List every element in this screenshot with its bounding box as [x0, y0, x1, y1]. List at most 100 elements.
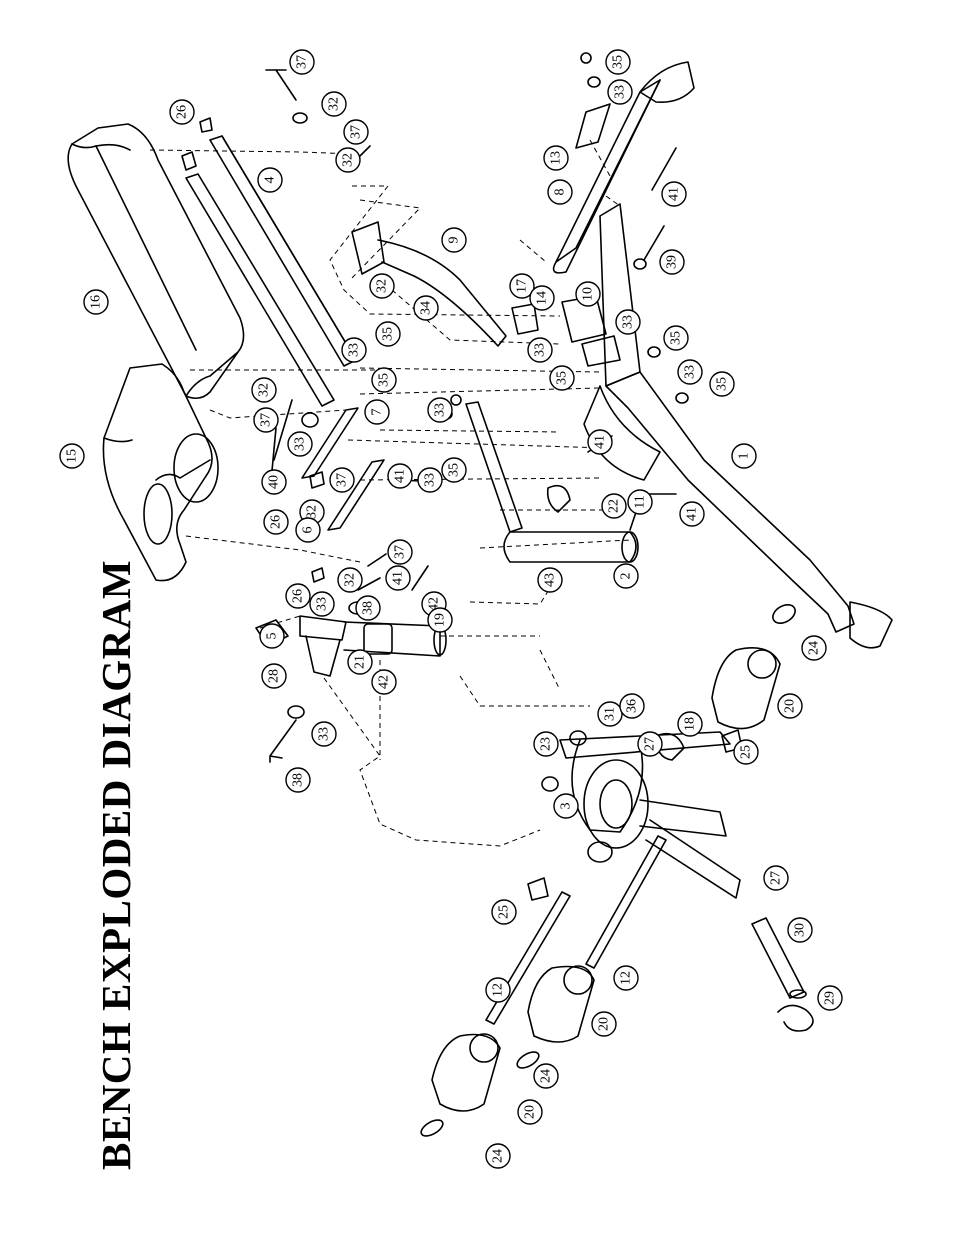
callout-label: 38	[361, 601, 376, 615]
callout-label: 20	[597, 1017, 612, 1031]
callout-33: 33	[288, 432, 312, 456]
callout-label: 27	[643, 737, 658, 751]
callout-27: 27	[764, 866, 788, 890]
callout-label: 2	[619, 573, 634, 580]
callout-35: 35	[372, 368, 396, 392]
callout-32: 32	[322, 92, 346, 116]
callout-32: 32	[338, 568, 362, 592]
callout-label: 42	[377, 675, 392, 689]
callout-label: 33	[613, 85, 628, 99]
callout-41: 41	[662, 182, 686, 206]
callout-label: 22	[607, 499, 622, 513]
callout-label: 35	[381, 327, 396, 341]
callout-label: 35	[447, 463, 462, 477]
callout-11: 11	[628, 490, 652, 514]
callout-label: 37	[259, 413, 274, 427]
callout-label: 32	[341, 153, 356, 167]
callout-35: 35	[376, 322, 400, 346]
callout-label: 3	[559, 803, 574, 810]
callout-24: 24	[802, 636, 826, 660]
callout-20: 20	[592, 1012, 616, 1036]
callout-label: 26	[269, 515, 284, 529]
callout-label: 35	[377, 373, 392, 387]
callout-label: 33	[423, 473, 438, 487]
callout-8: 8	[548, 180, 572, 204]
callout-label: 33	[347, 343, 362, 357]
callout-37: 37	[344, 120, 368, 144]
callout-label: 40	[267, 475, 282, 489]
callout-41: 41	[588, 430, 612, 454]
callout-label: 41	[391, 571, 406, 585]
callout-37: 37	[290, 50, 314, 74]
callout-33: 33	[418, 468, 442, 492]
callout-label: 41	[685, 507, 700, 521]
callout-28: 28	[262, 664, 286, 688]
callout-label: 5	[265, 633, 280, 640]
callout-label: 37	[393, 545, 408, 559]
callout-label: 25	[497, 905, 512, 919]
callout-label: 7	[370, 409, 385, 416]
callout-35: 35	[550, 366, 574, 390]
callout-24: 24	[486, 1144, 510, 1168]
callout-label: 18	[683, 717, 698, 731]
callout-label: 30	[793, 923, 808, 937]
callout-label: 13	[549, 151, 564, 165]
callout-33: 33	[312, 722, 336, 746]
callout-37: 37	[330, 468, 354, 492]
callout-label: 33	[621, 315, 636, 329]
callout-label: 6	[301, 527, 316, 534]
callout-label: 26	[291, 589, 306, 603]
callout-33: 33	[528, 338, 552, 362]
callout-41: 41	[386, 566, 410, 590]
callout-label: 32	[343, 573, 358, 587]
callout-label: 33	[293, 437, 308, 451]
callout-30: 30	[788, 918, 812, 942]
callout-20: 20	[518, 1100, 542, 1124]
callout-32: 32	[336, 148, 360, 172]
callout-label: 16	[89, 295, 104, 309]
callout-18: 18	[678, 712, 702, 736]
callout-15: 15	[60, 444, 84, 468]
callout-20: 20	[778, 694, 802, 718]
callout-33: 33	[342, 338, 366, 362]
callout-2: 2	[614, 564, 638, 588]
callout-26: 26	[286, 584, 310, 608]
callout-label: 23	[539, 737, 554, 751]
callout-37: 37	[388, 540, 412, 564]
callout-16: 16	[84, 290, 108, 314]
callout-41: 41	[680, 502, 704, 526]
callout-5: 5	[260, 624, 284, 648]
callout-32: 32	[370, 274, 394, 298]
callout-12: 12	[614, 966, 638, 990]
callout-label: 39	[665, 255, 680, 269]
callout-layer: 3735323326371332484193916171014323433353…	[60, 50, 842, 1168]
callout-label: 32	[305, 505, 320, 519]
back-pad-15	[103, 364, 218, 581]
callout-label: 24	[491, 1149, 506, 1163]
callout-label: 43	[543, 573, 558, 587]
callout-1: 1	[732, 444, 756, 468]
callout-label: 19	[433, 613, 448, 627]
rods-12	[486, 836, 666, 1024]
callout-36: 36	[620, 694, 644, 718]
callout-label: 12	[619, 971, 634, 985]
callout-label: 21	[353, 655, 368, 669]
callout-42: 42	[372, 670, 396, 694]
callout-3: 3	[554, 794, 578, 818]
callout-label: 17	[515, 279, 530, 293]
callout-33: 33	[428, 398, 452, 422]
callout-label: 41	[593, 435, 608, 449]
callout-label: 36	[625, 699, 640, 713]
callout-35: 35	[606, 50, 630, 74]
callout-13: 13	[544, 146, 568, 170]
callout-label: 12	[491, 983, 506, 997]
callout-label: 37	[335, 473, 350, 487]
callout-label: 20	[523, 1105, 538, 1119]
callout-35: 35	[442, 458, 466, 482]
callout-32: 32	[252, 378, 276, 402]
callout-29: 29	[818, 986, 842, 1010]
callout-19: 19	[428, 608, 452, 632]
callout-25: 25	[734, 740, 758, 764]
